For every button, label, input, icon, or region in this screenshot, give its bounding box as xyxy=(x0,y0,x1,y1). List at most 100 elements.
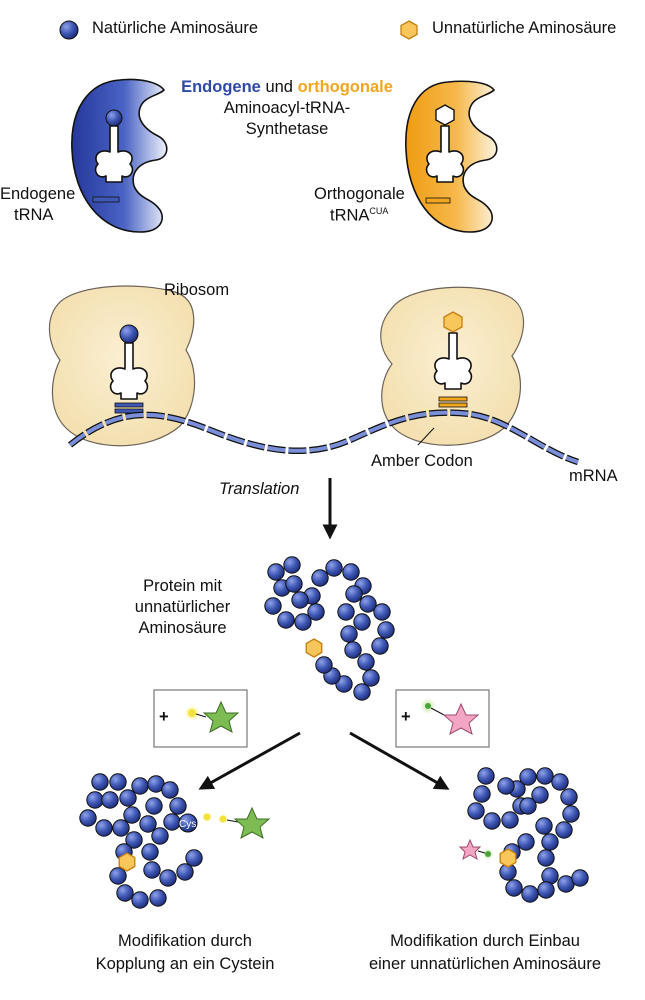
natural-amino-acid-bead xyxy=(159,869,177,887)
protein-chain-middle xyxy=(264,556,395,701)
endogenous-trna-icon xyxy=(92,109,134,203)
natural-amino-acid-bead xyxy=(109,773,127,791)
natural-amino-acid-bead xyxy=(357,653,375,671)
natural-amino-acid-bead xyxy=(535,817,553,835)
unnatural-amino-acid-hexagon xyxy=(305,638,323,658)
natural-amino-acid-bead xyxy=(119,789,137,807)
synthetase-und-word: und xyxy=(265,78,293,96)
bottom-right-label-line1: Modifikation durch Einbau xyxy=(390,932,580,950)
natural-amino-acid-bead xyxy=(112,819,130,837)
natural-amino-acid-bead xyxy=(145,797,163,815)
synthetase-endogene-word: Endogene xyxy=(181,78,261,96)
natural-amino-acid-bead xyxy=(483,812,501,830)
natural-amino-acid-bead xyxy=(555,821,573,839)
natural-amino-acid-bead xyxy=(571,869,589,887)
natural-amino-acid-bead xyxy=(362,669,380,687)
natural-amino-acid-bead xyxy=(141,843,159,861)
natural-amino-acid-bead xyxy=(562,805,580,823)
natural-amino-acid-bead xyxy=(143,861,161,879)
natural-amino-acid-bead xyxy=(149,889,167,907)
legend-unnatural-label: Unnatürliche Aminosäure xyxy=(432,19,617,37)
natural-amino-acid-bead xyxy=(377,621,395,639)
cys-linker-left xyxy=(202,806,271,840)
protein-chain-right xyxy=(467,767,589,903)
natural-amino-acid-bead xyxy=(345,585,363,603)
synthetase-title: Endogene und orthogonale xyxy=(167,78,407,97)
endogene-trna-label-line2: tRNA xyxy=(14,206,54,224)
natural-amino-acid-bead xyxy=(531,786,549,804)
protein-label-line1: Protein mit xyxy=(143,577,222,595)
natural-amino-acid-bead xyxy=(477,767,495,785)
natural-amino-acid-bead xyxy=(294,613,312,631)
natural-amino-acid-bead xyxy=(264,597,282,615)
ortho-trna-superscript: CUA xyxy=(369,206,389,216)
ribosome-left xyxy=(48,285,196,447)
natural-amino-acid-bead xyxy=(163,813,181,831)
natural-amino-acid-bead xyxy=(467,802,485,820)
amber-codon-label: Amber Codon xyxy=(371,452,473,470)
mrna-strand xyxy=(67,409,579,466)
natural-amino-acid-bead xyxy=(505,879,523,897)
natural-amino-acid-bead xyxy=(371,637,389,655)
natural-amino-acid-bead xyxy=(311,569,329,587)
natural-amino-acid-bead xyxy=(315,656,333,674)
natural-amino-acid-bead xyxy=(537,849,555,867)
legend-natural-amino-acid-icon xyxy=(59,20,79,40)
natural-amino-acid-bead xyxy=(373,603,391,621)
natural-amino-acid-bead xyxy=(267,563,285,581)
natural-amino-acid-bead xyxy=(337,603,355,621)
natural-amino-acid-bead xyxy=(359,595,377,613)
ortho-trna-text: tRNA xyxy=(330,206,370,225)
natural-amino-acid-bead xyxy=(340,625,358,643)
natural-amino-acid-bead xyxy=(353,613,371,631)
natural-amino-acid-bead xyxy=(109,867,127,885)
natural-amino-acid-bead xyxy=(517,833,535,851)
natural-amino-acid-bead xyxy=(560,788,578,806)
natural-amino-acid-bead xyxy=(536,767,554,785)
natural-amino-acid-bead xyxy=(291,591,309,609)
natural-amino-acid-bead xyxy=(151,827,169,845)
natural-amino-acid-bead xyxy=(497,777,515,795)
translation-label: Translation xyxy=(219,480,300,498)
synthetase-line3: Synthetase xyxy=(245,120,329,138)
natural-amino-acid-bead xyxy=(285,575,303,593)
protein-label-line2: unnatürlicher xyxy=(134,598,231,616)
reagent-box-right xyxy=(395,689,490,748)
natural-amino-acid-bead xyxy=(335,675,353,693)
natural-amino-acid-bead xyxy=(342,563,360,581)
natural-amino-acid-bead xyxy=(344,641,362,659)
green-star-icon xyxy=(202,700,240,734)
natural-amino-acid-bead xyxy=(307,603,325,621)
natural-amino-acid-bead xyxy=(473,785,491,803)
protein-chain-left xyxy=(79,773,203,909)
amber-codon-pointer xyxy=(417,427,435,446)
natural-amino-acid-bead xyxy=(91,773,109,791)
natural-amino-acid-bead xyxy=(353,683,371,701)
legend-natural-label: Natürliche Aminosäure xyxy=(92,19,258,37)
orthogonale-trna-label-line2: tRNACUA xyxy=(330,206,388,226)
arrow-to-left-product xyxy=(198,731,301,790)
natural-amino-acid-bead xyxy=(521,885,539,903)
pink-star-icon xyxy=(442,702,480,736)
arrow-to-right-product xyxy=(349,731,450,790)
natural-amino-acid-bead xyxy=(501,811,519,829)
unnatural-linker-right xyxy=(458,838,494,861)
natural-amino-acid-bead xyxy=(283,556,301,574)
natural-amino-acid-bead xyxy=(169,797,187,815)
green-star-product-icon xyxy=(233,806,271,840)
natural-amino-acid-bead xyxy=(95,819,113,837)
natural-amino-acid-bead xyxy=(131,891,149,909)
legend-unnatural-amino-acid-icon xyxy=(400,20,418,40)
natural-amino-acid-bead xyxy=(131,777,149,795)
natural-amino-acid-bead xyxy=(537,881,555,899)
natural-amino-acid-bead xyxy=(116,884,134,902)
natural-amino-acid-bead xyxy=(125,831,143,849)
natural-amino-acid-bead xyxy=(101,791,119,809)
endogene-trna-label-line1: Endogene xyxy=(0,185,76,203)
natural-amino-acid-bead xyxy=(277,611,295,629)
natural-amino-acid-bead xyxy=(325,559,343,577)
orthogonale-trna-label-line1: Orthogonale xyxy=(314,185,405,203)
natural-amino-acid-bead xyxy=(161,781,179,799)
reagent-box-left xyxy=(153,689,248,748)
